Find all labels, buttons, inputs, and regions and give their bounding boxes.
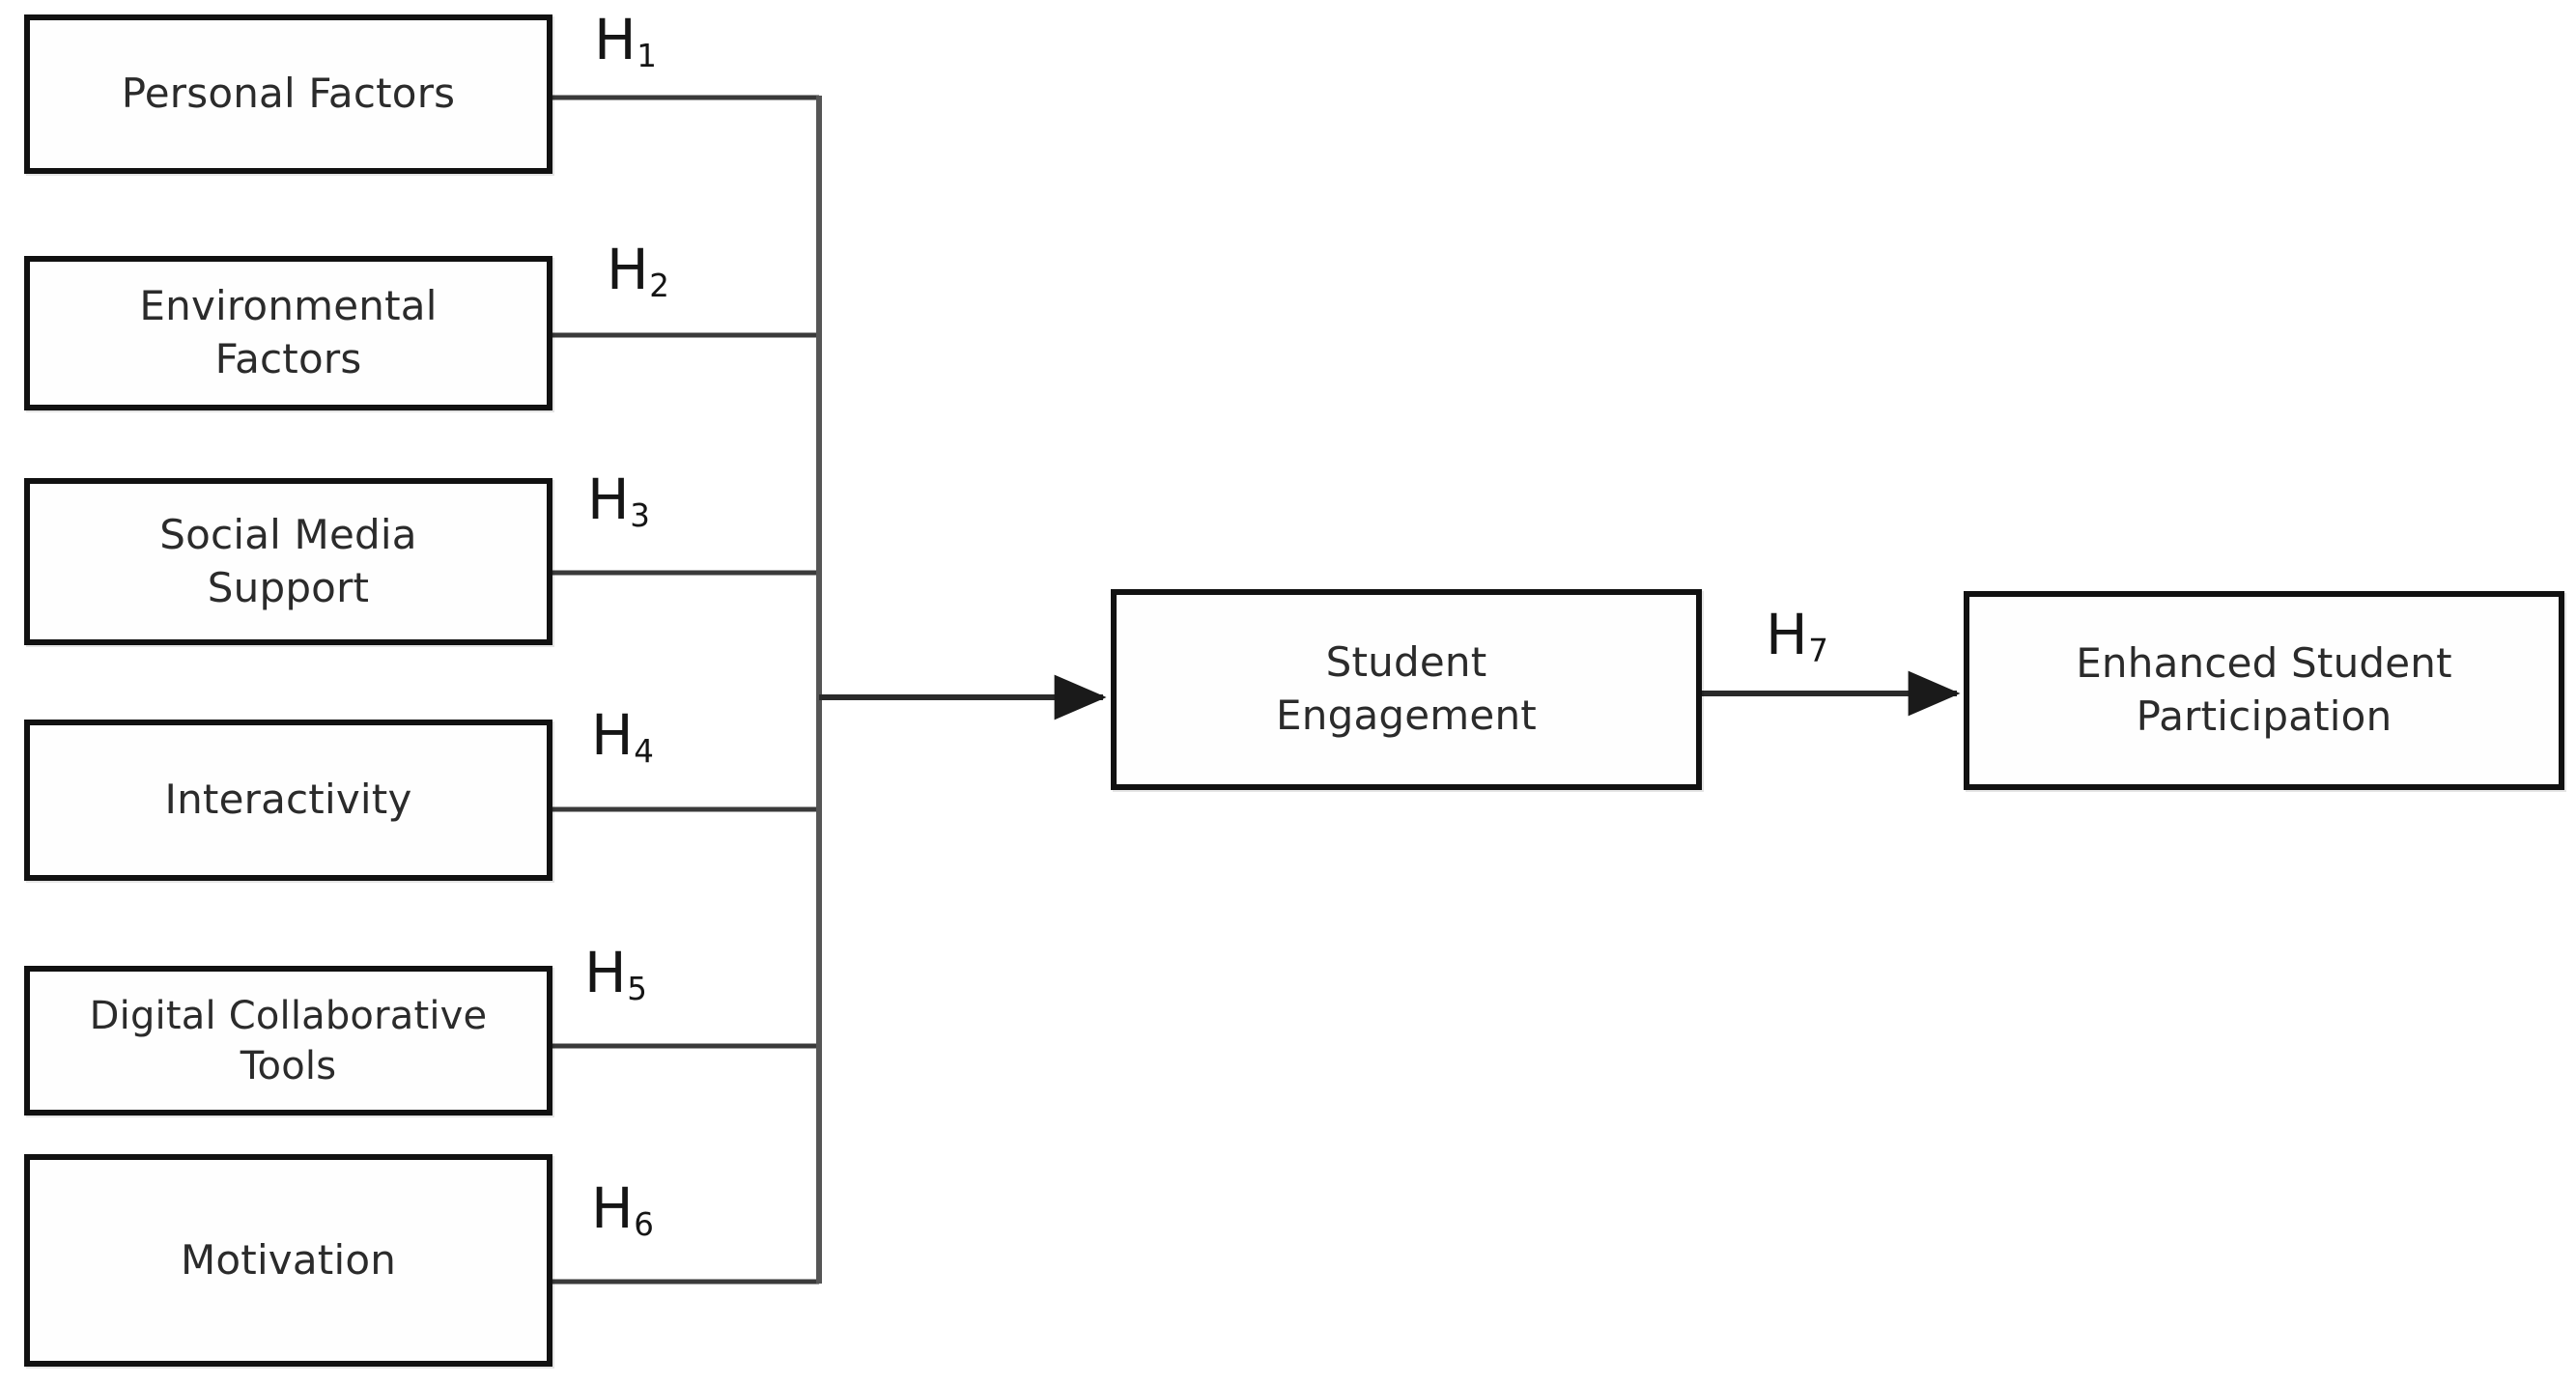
path-label-h6-letter: H [591,1175,634,1241]
node-personal-factors[interactable]: Personal Factors [24,14,552,174]
path-label-h3-sub: 3 [630,497,650,535]
path-label-h6: H6 [591,1180,654,1241]
path-label-h1: H1 [594,12,657,72]
node-label: Student Engagement [1276,638,1537,739]
node-label: Personal Factors [121,70,456,118]
path-label-h7: H7 [1766,607,1828,667]
path-label-h6-sub: 6 [634,1206,654,1244]
path-label-h2-sub: 2 [649,268,669,305]
path-label-h4: H4 [591,707,654,768]
node-environmental-factors[interactable]: Environmental Factors [24,256,552,410]
node-label: Enhanced Student Participation [2076,639,2452,740]
node-digital-collaborative-tools[interactable]: Digital Collaborative Tools [24,966,552,1116]
path-label-h3-letter: H [587,466,630,532]
node-label: Social Media Support [159,510,417,611]
node-interactivity[interactable]: Interactivity [24,720,552,881]
path-label-h5-sub: 5 [627,971,647,1008]
node-enhanced-student-participation[interactable]: Enhanced Student Participation [1964,591,2564,790]
path-label-h1-letter: H [594,7,637,72]
node-student-engagement[interactable]: Student Engagement [1111,589,1702,790]
path-label-h2: H2 [607,241,669,302]
path-label-h7-letter: H [1766,602,1808,667]
path-label-h5: H5 [584,945,647,1005]
node-motivation[interactable]: Motivation [24,1154,552,1367]
path-label-h1-sub: 1 [637,38,657,75]
node-social-media-support[interactable]: Social Media Support [24,478,552,645]
node-label: Motivation [180,1235,397,1284]
path-label-h3: H3 [587,471,650,532]
node-label: Environmental Factors [139,282,438,382]
path-label-h4-sub: 4 [634,733,654,771]
path-label-h7-sub: 7 [1808,633,1828,670]
path-label-h2-letter: H [607,237,649,302]
path-label-h5-letter: H [584,940,627,1005]
node-label: Digital Collaborative Tools [89,993,488,1088]
node-label: Interactivity [164,776,412,824]
path-label-h4-letter: H [591,702,634,768]
